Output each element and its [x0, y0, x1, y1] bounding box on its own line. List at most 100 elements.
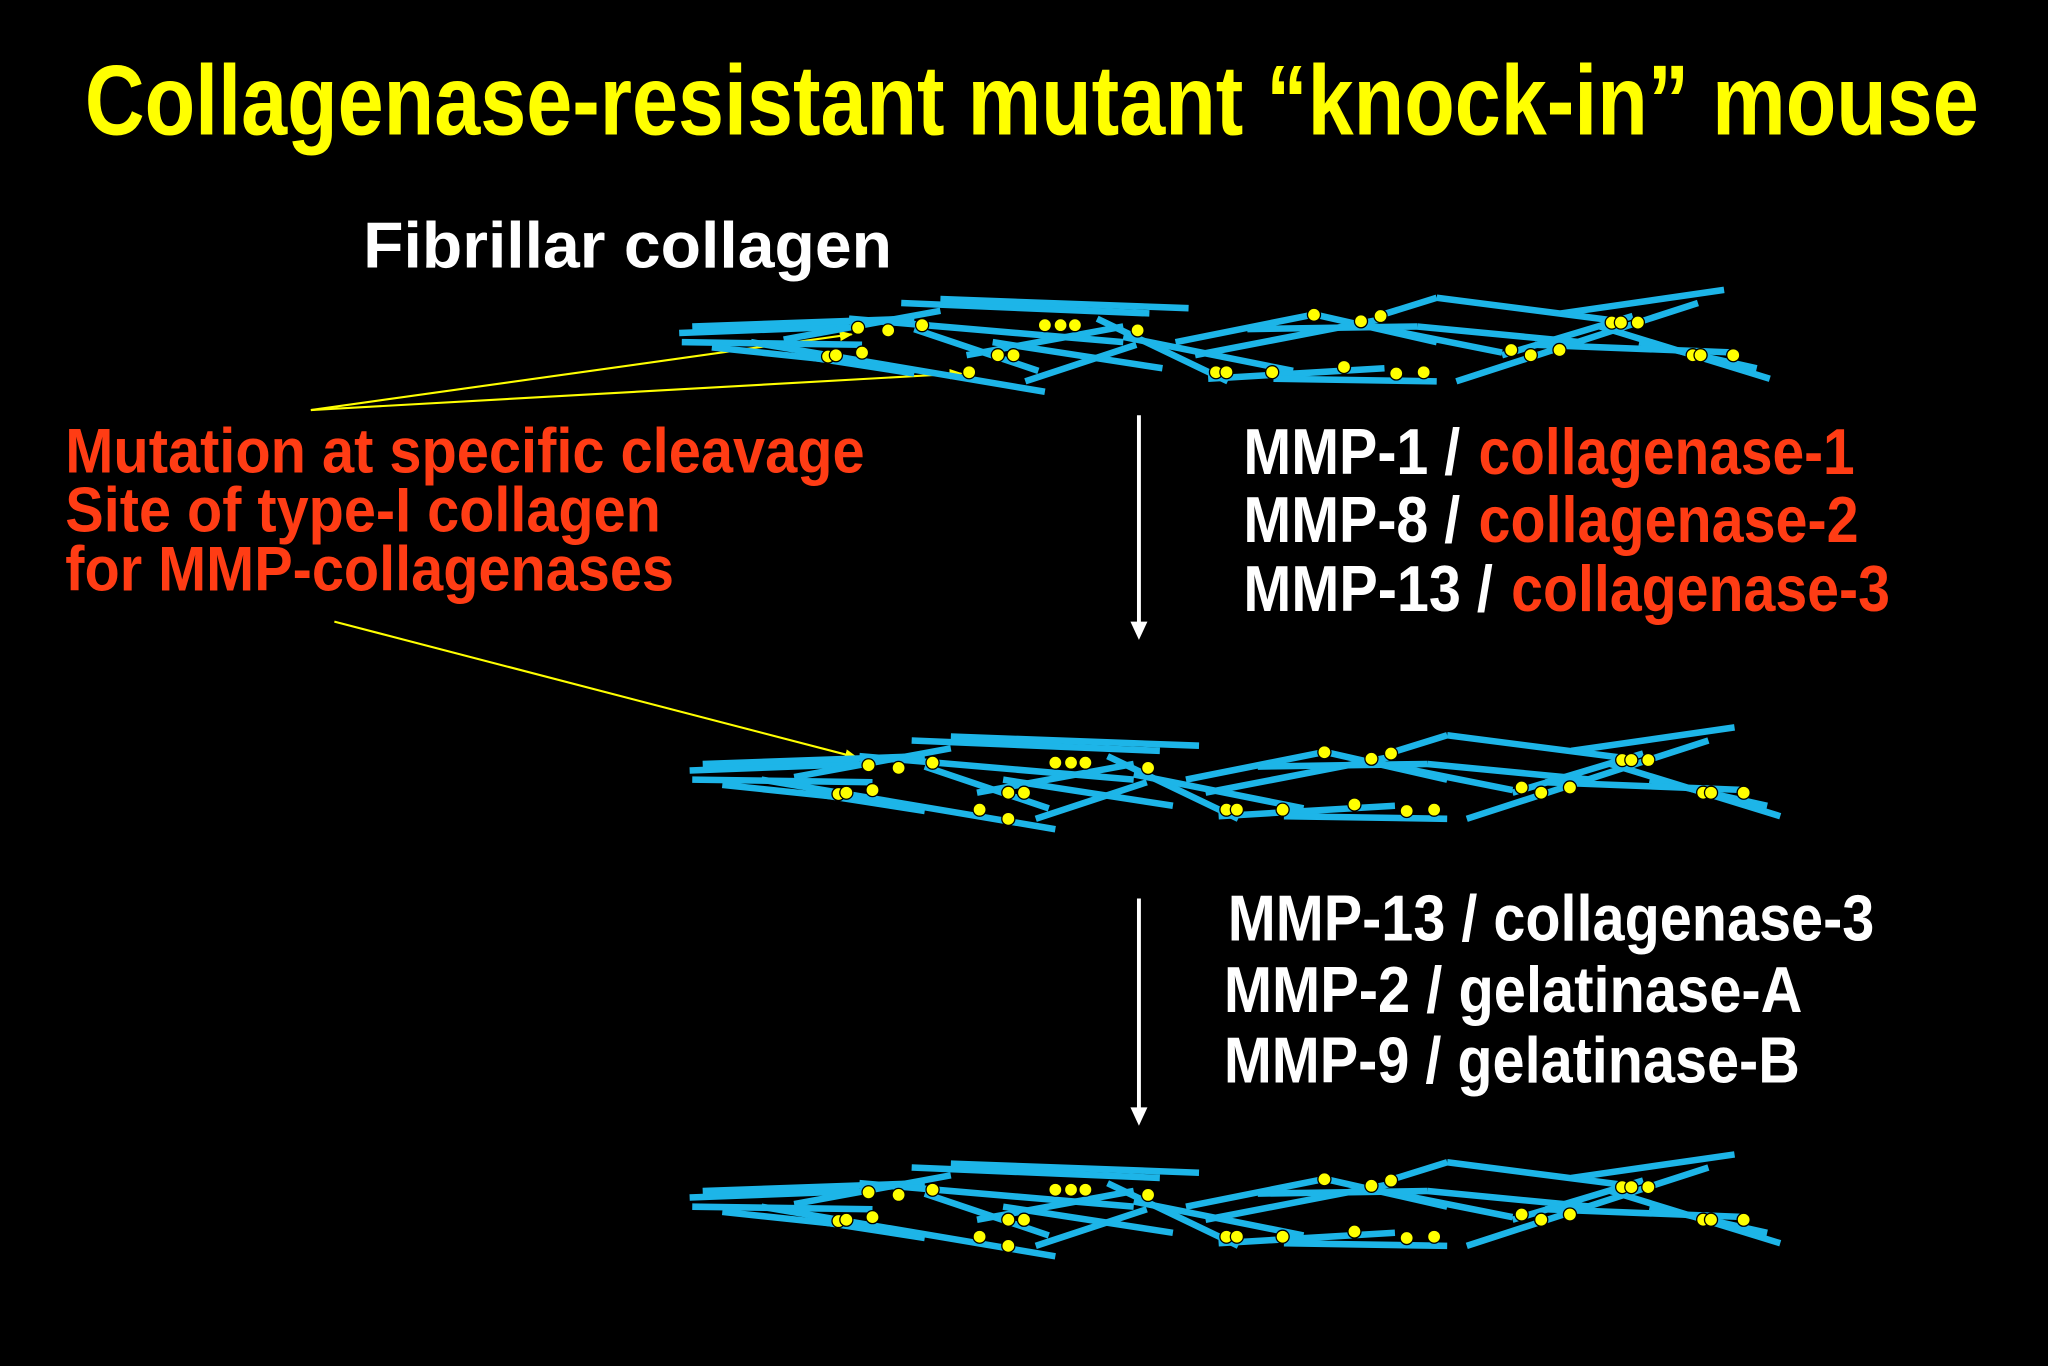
step1-enzyme-3-name: collagenase-3 — [1511, 552, 1890, 625]
mutation-note-line-1: Mutation at specific cleavage — [65, 417, 864, 487]
collagen-strand — [1416, 323, 1581, 346]
collagen-strand — [1024, 341, 1138, 385]
cleavage-site-dot — [1523, 348, 1538, 363]
cleavage-site-dot — [1534, 1212, 1549, 1227]
cleavage-site-dot — [1693, 348, 1708, 363]
collagen-strand — [950, 733, 1200, 749]
cleavage-site-dot — [1063, 1182, 1079, 1197]
cleavage-site-dot — [1364, 751, 1379, 766]
collagen-strand — [1257, 760, 1428, 770]
cleavage-site-dot — [1264, 365, 1280, 380]
cleavage-site-dot — [1336, 359, 1352, 375]
cleavage-site-dot — [891, 760, 906, 776]
collagen-strand — [1106, 1180, 1240, 1249]
cleavage-site-dot — [972, 1229, 987, 1244]
collagen-strand — [992, 338, 1163, 372]
cleavage-site-dot — [1347, 1224, 1362, 1239]
cleavage-site-dot — [1736, 1212, 1751, 1227]
collagen-strand — [1257, 1187, 1428, 1197]
cleavage-site-dot — [1426, 802, 1442, 817]
collagen-strand — [950, 1160, 1200, 1176]
cleavage-site-dot — [1037, 317, 1053, 333]
collagen-fibril-step-2 — [689, 1151, 1782, 1260]
collagen-strand — [1247, 323, 1418, 333]
collagen-strand — [901, 299, 1150, 317]
step1-enzyme-1: MMP-1 / — [1243, 415, 1460, 488]
collagen-strand — [1106, 753, 1240, 822]
cleavage-site-dot — [1624, 752, 1639, 768]
cleavage-site-dot — [1048, 1182, 1063, 1197]
collagen-strand — [1218, 802, 1396, 820]
cleavage-site-dot — [990, 348, 1006, 363]
pointer-line-2 — [310, 368, 963, 412]
collagen-strand — [1387, 732, 1449, 757]
cleavage-site-dot — [1001, 811, 1016, 826]
cleavage-site-dot — [1016, 1212, 1032, 1227]
mutation-note-line-2: Site of type-I collagen — [65, 476, 661, 546]
collagen-fibril-intact — [679, 286, 1771, 395]
cleavage-site-dot — [1416, 365, 1431, 380]
collagen-strand — [940, 295, 1189, 312]
cleavage-site-dot — [1078, 1182, 1093, 1197]
collagen-strand — [1570, 1151, 1735, 1182]
cleavage-site-dot — [1140, 1187, 1156, 1203]
collagen-strand — [689, 760, 860, 774]
cleavage-site-dot — [1534, 785, 1549, 800]
cleavage-site-dot — [1383, 1173, 1399, 1188]
cleavage-site-dot — [1275, 802, 1290, 817]
cleavage-site-dot — [1736, 785, 1751, 800]
cleavage-site-dot — [1552, 342, 1567, 358]
collagen-strand — [1427, 760, 1592, 783]
pointer-line-3 — [334, 620, 859, 760]
slide-title: Collagenase-resistant mutant “knock-in” … — [85, 46, 1979, 157]
cleavage-site-dot — [1504, 342, 1519, 358]
cleavage-site-dot — [1514, 780, 1529, 795]
collagen-strand — [1436, 294, 1621, 325]
collagen-strand — [1387, 1159, 1449, 1184]
collagen-strand — [1283, 812, 1448, 823]
cleavage-site-dot — [1613, 315, 1629, 330]
cleavage-site-dot — [925, 755, 940, 770]
collagen-strand — [1002, 776, 1174, 809]
cleavage-site-dot — [1624, 1179, 1639, 1195]
collagen-strand — [1446, 1159, 1631, 1190]
cleavage-site-dot — [1630, 315, 1646, 330]
collagen-strand — [1034, 779, 1148, 822]
cleavage-site-dot — [1373, 308, 1388, 324]
cleavage-site-dot — [1399, 1230, 1414, 1246]
cleavage-site-dot — [1703, 785, 1719, 800]
collagen-strand — [911, 1164, 1160, 1182]
flow-arrowhead-down — [1130, 1107, 1148, 1126]
cleavage-site-dot — [1001, 785, 1016, 800]
cleavage-site-dot — [1067, 317, 1083, 333]
mutation-note: Mutation at specific cleavage Site of ty… — [65, 417, 864, 605]
collagen-strand — [1273, 375, 1437, 385]
cleavage-site-dot — [1306, 307, 1322, 322]
cleavage-site-dot — [839, 1212, 854, 1227]
cleavage-site-dot — [1347, 797, 1362, 812]
collagen-strand — [1002, 1203, 1174, 1237]
cleavage-site-dot — [1562, 780, 1578, 795]
collagen-strand — [1218, 1229, 1396, 1247]
collagen-strand — [1376, 294, 1438, 320]
flow-arrowhead-down — [1130, 621, 1148, 640]
step2-enzyme-list: MMP-13 / collagenase-3 MMP-2 / gelatinas… — [1224, 881, 1874, 1096]
step2-enzyme-2: MMP-2 / gelatinase-A — [1224, 953, 1803, 1026]
cleavage-site-dot — [1383, 746, 1399, 761]
cleavage-site-dot — [828, 348, 844, 363]
cleavage-site-dot — [1389, 366, 1404, 381]
collagen-strand — [923, 1190, 1050, 1239]
cleavage-site-dot — [1353, 314, 1369, 329]
cleavage-site-dot — [1229, 802, 1245, 817]
step1-enzyme-list: MMP-1 / collagenase-1 MMP-8 / collagenas… — [1243, 415, 1890, 625]
collagen-strand — [1283, 1239, 1448, 1250]
collagen-strand — [1570, 724, 1735, 755]
cleavage-site-dot — [1048, 755, 1063, 770]
mutation-note-line-3: for MMP-collagenases — [65, 534, 674, 604]
cleavage-site-dot — [1001, 1238, 1016, 1254]
cleavage-site-dot — [1426, 1229, 1442, 1244]
cleavage-site-dot — [1006, 348, 1021, 363]
cleavage-site-dot — [1317, 745, 1332, 760]
